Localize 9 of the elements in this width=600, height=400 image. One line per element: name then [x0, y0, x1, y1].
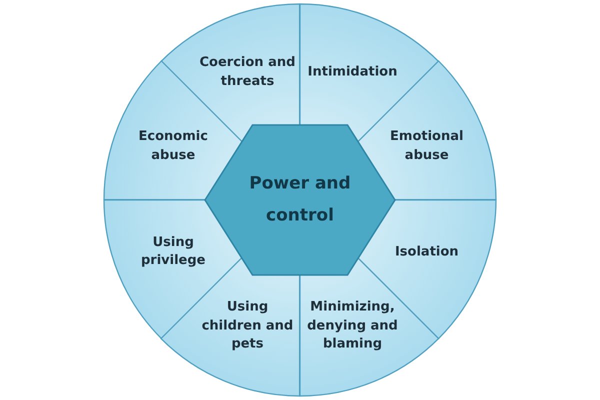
segment-label: Intimidation — [306, 64, 398, 82]
segment-label: Isolation — [394, 243, 460, 262]
segment-label: Using children and pets — [200, 298, 294, 354]
segment-label: Emotional abuse — [389, 128, 464, 166]
segment-label: Minimizing, denying and blaming — [306, 298, 399, 354]
segment-label: Coercion and threats — [199, 54, 296, 92]
center-label: Power and control — [248, 172, 352, 228]
segment-label: Using privilege — [140, 234, 206, 270]
segment-label: Economic abuse — [138, 128, 209, 166]
